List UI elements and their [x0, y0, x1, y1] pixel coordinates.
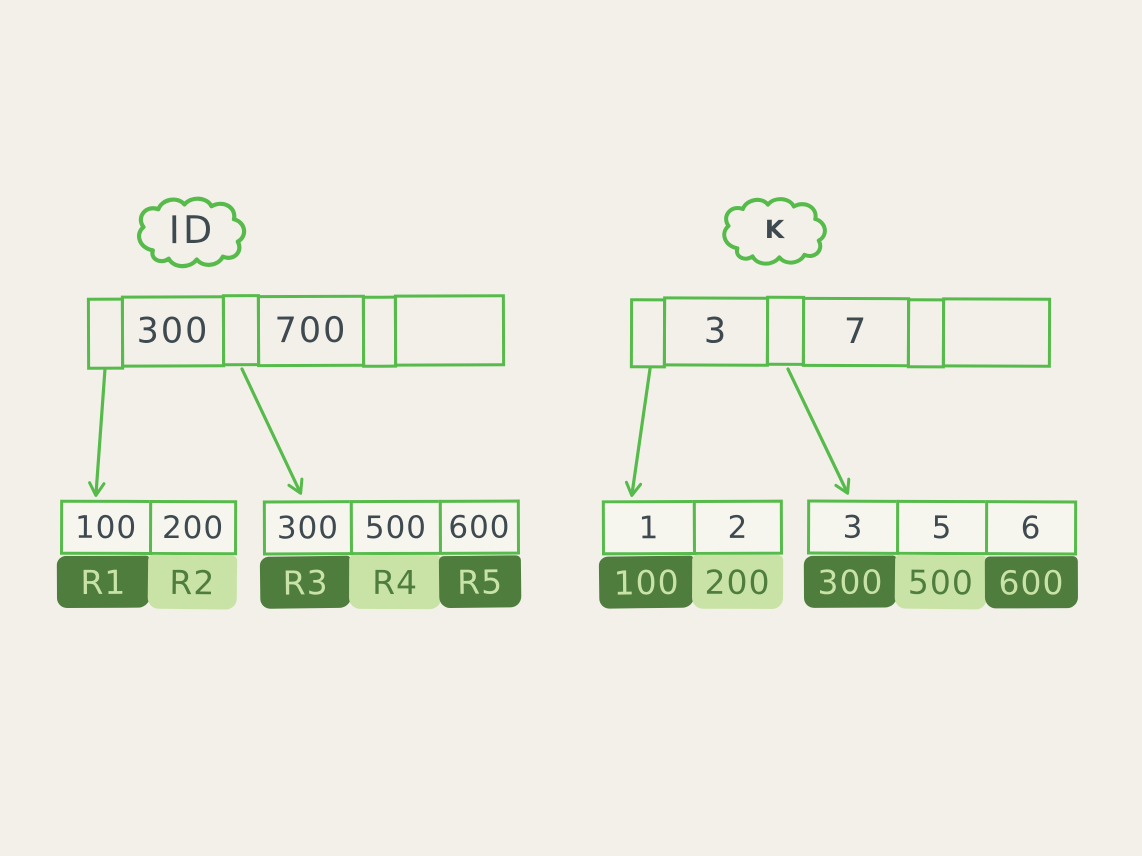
id-leaf-node-1: 100 200 R1 R2: [56, 499, 238, 610]
leaf-key-cell: 300: [262, 500, 354, 556]
leaf-value-row: R1 R2: [56, 554, 238, 610]
leaf-key-cell: 3: [806, 499, 900, 555]
leaf-key-cell: 6: [984, 500, 1078, 556]
arrow-id-root-to-leaf1: [96, 367, 107, 494]
leaf-key-cell: 500: [349, 499, 443, 556]
record-block: R2: [147, 554, 238, 610]
root-key-cell: 3: [662, 296, 770, 367]
root-pointer-cell: [765, 295, 806, 366]
leaf-key-row: 1 2: [601, 499, 784, 556]
record-block: R3: [259, 555, 352, 609]
record-block: 600: [984, 556, 1079, 609]
record-block: 100: [598, 555, 695, 609]
root-pointer-cell: [629, 298, 667, 369]
leaf-key-row: 3 5 6: [806, 499, 1078, 556]
root-empty-cell: [941, 297, 1052, 368]
cloud-outline-icon: [722, 197, 827, 266]
id-leaf-node-2: 300 500 600 R3 R4 R5: [259, 499, 522, 610]
record-block: 300: [803, 555, 898, 608]
k-leaf-node-1: 1 2 100 200: [598, 499, 784, 610]
root-key-cell: 700: [256, 294, 366, 368]
leaf-key-row: 100 200: [59, 499, 238, 556]
record-block: R5: [438, 555, 522, 609]
k-root-node: 3 7: [629, 295, 1052, 369]
root-pointer-cell: [86, 297, 125, 370]
leaf-key-cell: 1: [601, 499, 697, 556]
arrow-k-root-to-leaf2: [786, 367, 847, 492]
leaf-key-cell: 600: [438, 499, 521, 555]
cloud-outline-icon: [137, 196, 247, 269]
root-empty-cell: [393, 294, 506, 367]
root-pointer-cell: [361, 295, 398, 368]
id-root-node: 300 700: [86, 294, 506, 370]
leaf-value-row: 100 200: [598, 554, 784, 610]
leaf-key-cell: 200: [148, 500, 238, 556]
root-key-cell: 300: [120, 295, 226, 368]
record-block: 200: [692, 554, 784, 610]
root-pointer-cell: [221, 294, 261, 367]
arrow-k-root-to-leaf1: [632, 367, 652, 494]
k-leaf-node-2: 3 5 6 300 500 600: [803, 499, 1079, 610]
id-cloud: ID: [122, 192, 262, 272]
root-key-cell: 7: [801, 296, 911, 368]
leaf-key-cell: 100: [59, 499, 153, 556]
k-cloud: K: [705, 193, 845, 269]
leaf-key-cell: 5: [895, 499, 989, 556]
record-block: R4: [349, 554, 442, 610]
record-block: R1: [56, 555, 151, 609]
leaf-value-row: R3 R4 R5: [259, 554, 522, 610]
leaf-value-row: 300 500 600: [803, 554, 1079, 610]
leaf-key-row: 300 500 600: [262, 499, 521, 556]
record-block: 500: [894, 554, 988, 610]
k-cloud-label: K: [764, 214, 786, 244]
id-cloud-label: ID: [168, 207, 216, 253]
root-pointer-cell: [906, 298, 946, 369]
leaf-key-cell: 2: [692, 499, 784, 555]
arrow-id-root-to-leaf2: [240, 367, 300, 492]
